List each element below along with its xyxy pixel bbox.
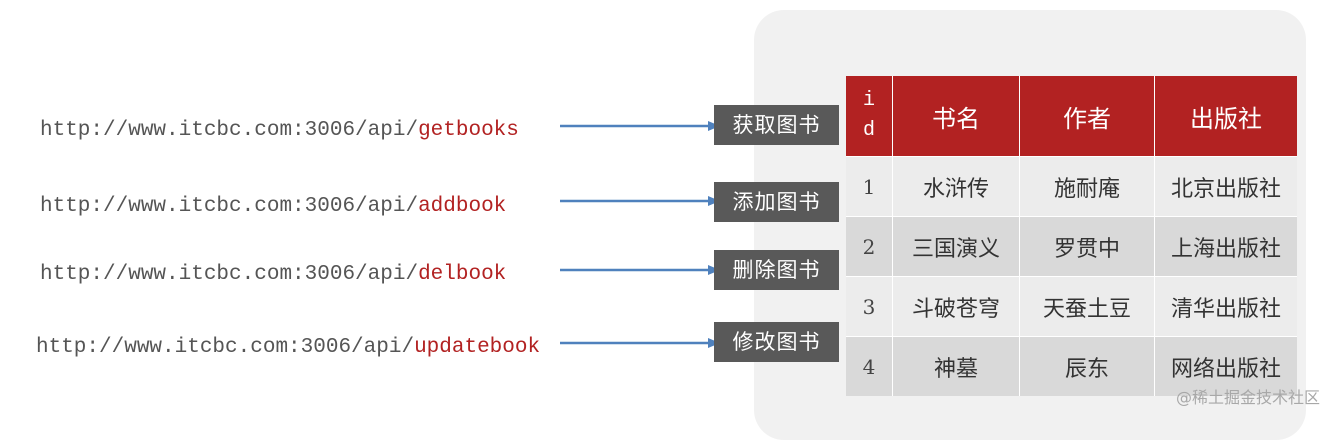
- cell-publisher: 上海出版社: [1154, 216, 1297, 277]
- arrow-icon: [560, 121, 720, 131]
- table-row: 4 神墓 辰东 网络出版社: [846, 336, 1297, 396]
- table-row: 3 斗破苍穹 天蚕土豆 清华出版社: [846, 276, 1297, 337]
- cell-name: 斗破苍穹: [892, 276, 1020, 337]
- cell-publisher: 网络出版社: [1154, 336, 1297, 396]
- cell-author: 施耐庵: [1019, 156, 1155, 217]
- cell-name: 三国演义: [892, 216, 1020, 277]
- cell-id: 4: [846, 336, 893, 396]
- route-url-updatebook: http://www.itcbc.com:3006/api/updatebook: [36, 336, 541, 359]
- arrow-icon: [560, 265, 720, 275]
- cell-id: 2: [846, 216, 893, 277]
- cell-publisher: 北京出版社: [1154, 156, 1297, 217]
- action-label-add: 添加图书: [714, 182, 839, 222]
- header-author: 作者: [1019, 76, 1155, 157]
- route-url-getbooks: http://www.itcbc.com:3006/api/getbooks: [40, 119, 519, 142]
- cell-author: 天蚕土豆: [1019, 276, 1155, 337]
- action-label-get: 获取图书: [714, 105, 839, 145]
- cell-name: 神墓: [892, 336, 1020, 396]
- cell-author: 辰东: [1019, 336, 1155, 396]
- table-row: 2 三国演义 罗贯中 上海出版社: [846, 216, 1297, 277]
- arrow-icon: [560, 196, 720, 206]
- header-publisher: 出版社: [1154, 76, 1297, 157]
- cell-id: 3: [846, 276, 893, 337]
- arrow-icon: [560, 338, 720, 348]
- header-name: 书名: [892, 76, 1020, 157]
- table-row: 1 水浒传 施耐庵 北京出版社: [846, 156, 1297, 217]
- route-url-addbook: http://www.itcbc.com:3006/api/addbook: [40, 195, 507, 218]
- watermark: @稀土掘金技术社区: [1175, 388, 1320, 407]
- cell-id: 1: [846, 156, 893, 217]
- cell-author: 罗贯中: [1019, 216, 1155, 277]
- cell-publisher: 清华出版社: [1154, 276, 1297, 337]
- route-url-delbook: http://www.itcbc.com:3006/api/delbook: [40, 263, 507, 286]
- action-label-delete: 删除图书: [714, 250, 839, 290]
- action-label-update: 修改图书: [714, 322, 839, 362]
- cell-name: 水浒传: [892, 156, 1020, 217]
